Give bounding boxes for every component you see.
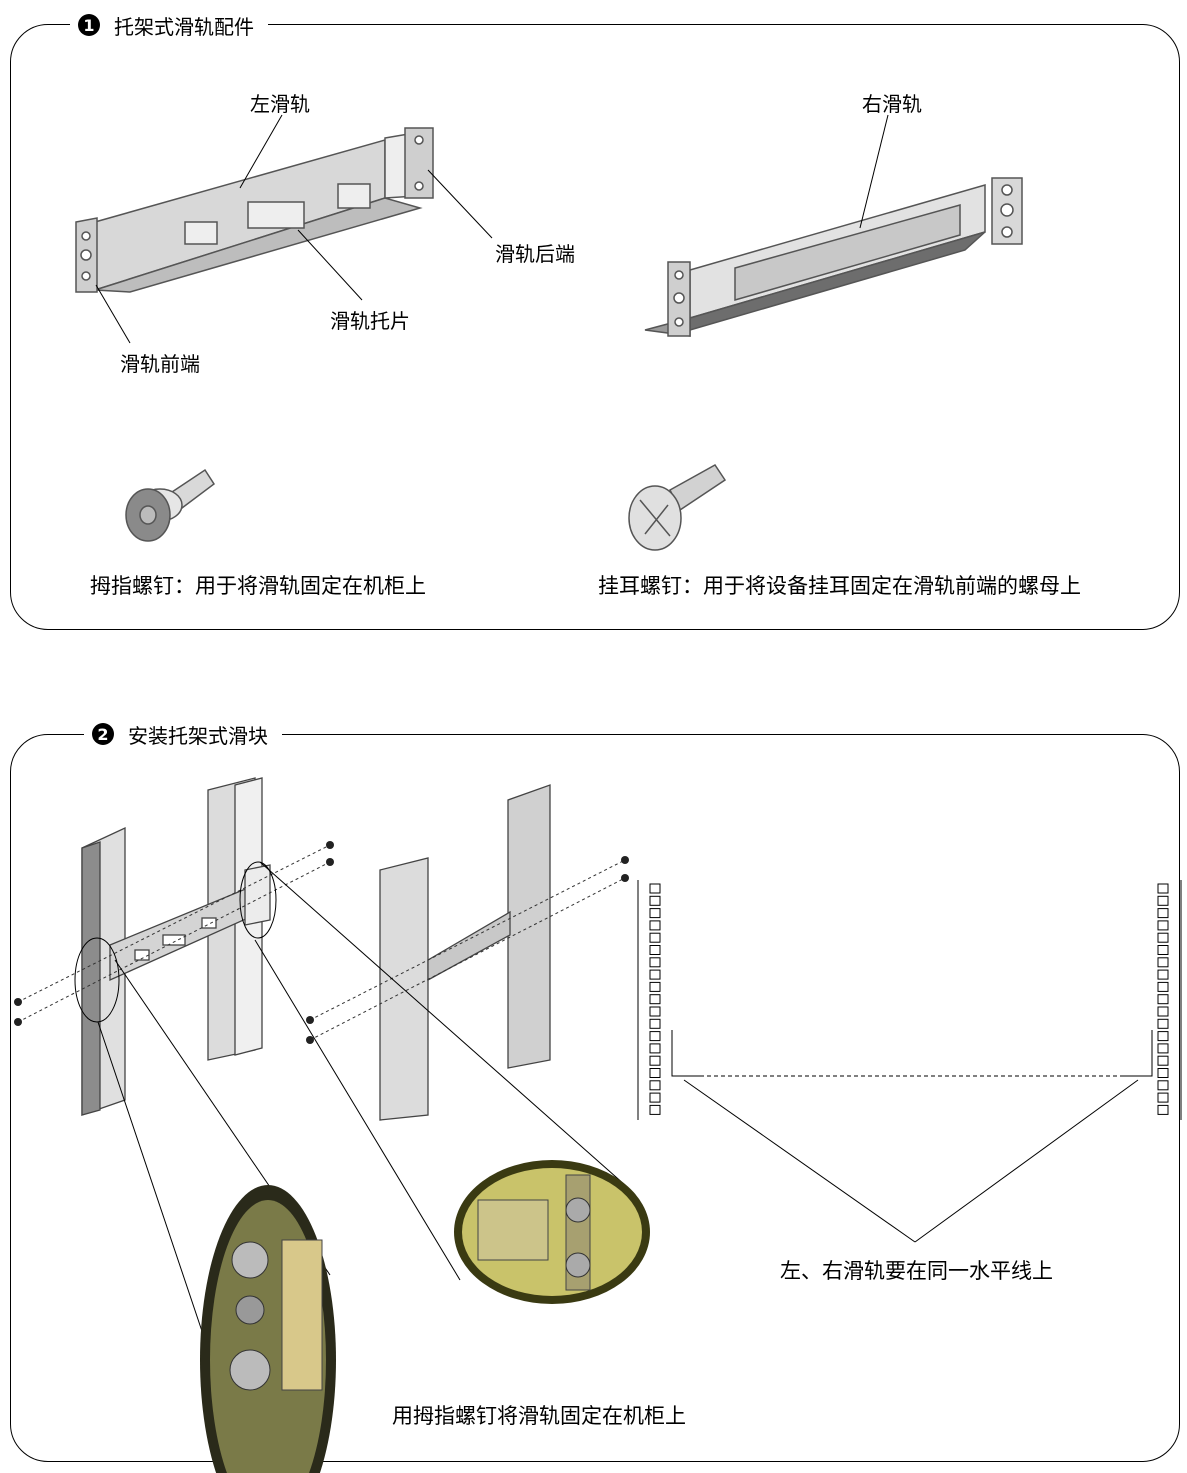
caption-fix-rail: 用拇指螺钉将滑轨固定在机柜上 — [392, 1404, 686, 1428]
post-hole — [649, 895, 661, 906]
caption-thumb-screw: 拇指螺钉：用于将滑轨固定在机柜上 — [90, 574, 426, 598]
post-hole — [649, 1080, 661, 1091]
label-left-rail: 左滑轨 — [250, 92, 310, 116]
post-hole — [1157, 1068, 1169, 1078]
right-post-holes — [1157, 883, 1169, 1115]
post-hole — [649, 883, 661, 894]
label-rail-tray: 滑轨托片 — [330, 309, 410, 333]
post-hole — [649, 1006, 661, 1017]
section2-panel — [10, 734, 1180, 1462]
post-hole — [1157, 932, 1169, 943]
left-rack-illustration — [81, 777, 271, 1116]
section1-number-badge: 1 — [78, 14, 100, 36]
section1-panel — [10, 24, 1180, 630]
post-hole — [649, 1043, 661, 1054]
post-hole — [649, 1018, 661, 1029]
post-hole — [1157, 1031, 1169, 1042]
post-hole — [1157, 895, 1169, 906]
section1-leader-lines — [95, 114, 889, 344]
post-hole — [649, 1092, 661, 1103]
post-hole — [1157, 1018, 1169, 1029]
post-hole — [649, 920, 661, 931]
right-rack-illustration — [379, 784, 551, 1121]
post-hole — [649, 1104, 661, 1115]
post-hole — [1157, 1080, 1169, 1091]
label-rail-rear: 滑轨后端 — [495, 242, 575, 266]
post-hole — [649, 932, 661, 943]
label-right-rail: 右滑轨 — [862, 92, 922, 116]
post-hole — [649, 994, 661, 1005]
screw-dots — [14, 841, 629, 1044]
post-hole — [649, 1068, 661, 1078]
caption-same-level: 左、右滑轨要在同一水平线上 — [780, 1259, 1053, 1283]
post-hole — [649, 908, 661, 919]
section1-title: 托架式滑轨配件 — [114, 14, 254, 39]
section2-title: 安装托架式滑块 — [128, 723, 268, 748]
level-diagram — [637, 880, 1182, 1243]
post-hole — [1157, 969, 1169, 980]
section2-header: 2 安装托架式滑块 — [84, 717, 282, 751]
post-hole — [1157, 1092, 1169, 1103]
photo-inset-right — [454, 1160, 650, 1304]
left-post-holes — [649, 883, 661, 1115]
post-hole — [649, 1055, 661, 1066]
ear-screw-illustration — [628, 464, 727, 551]
post-hole — [1157, 994, 1169, 1005]
section1-illustrations — [75, 114, 1023, 551]
post-hole — [1157, 908, 1169, 919]
post-hole — [649, 945, 661, 955]
post-hole — [1157, 1006, 1169, 1017]
screw-guides — [17, 844, 626, 1041]
post-hole — [1157, 945, 1169, 955]
thumb-screw-illustration — [125, 468, 216, 542]
post-hole — [649, 969, 661, 980]
post-hole — [1157, 1055, 1169, 1066]
right-rail-illustration — [644, 177, 1023, 337]
caption-ear-screw: 挂耳螺钉：用于将设备挂耳固定在滑轨前端的螺母上 — [598, 574, 1081, 598]
label-rail-front: 滑轨前端 — [120, 352, 200, 376]
left-rail-illustration — [75, 127, 434, 293]
post-hole — [1157, 883, 1169, 894]
post-hole — [649, 1031, 661, 1042]
section1-header: 1 托架式滑轨配件 — [70, 8, 268, 42]
section2-number-badge: 2 — [92, 723, 114, 745]
post-hole — [1157, 1043, 1169, 1054]
post-hole — [1157, 920, 1169, 931]
post-hole — [1157, 981, 1169, 992]
post-hole — [649, 957, 661, 968]
post-hole — [1157, 1104, 1169, 1115]
post-hole — [1157, 957, 1169, 968]
post-hole — [649, 981, 661, 992]
photo-inset-left — [200, 1185, 336, 1473]
